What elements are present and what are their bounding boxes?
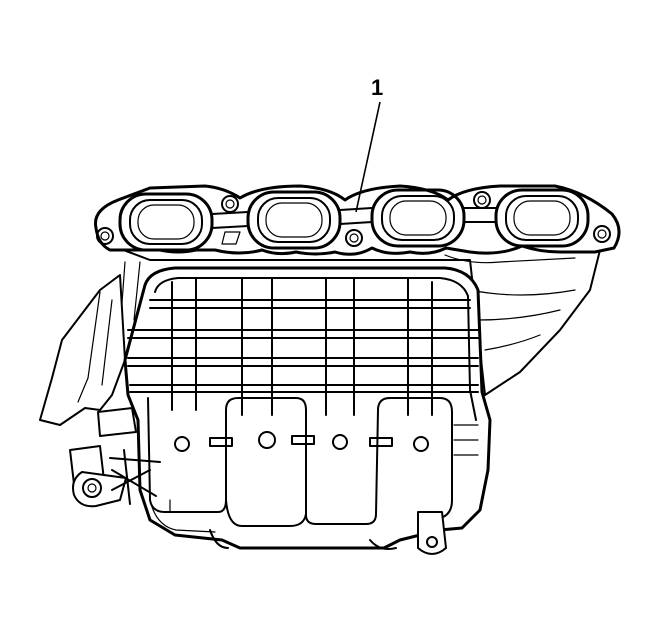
callout-number: 1 bbox=[371, 75, 383, 100]
callout-leader-line bbox=[355, 101, 381, 213]
gasket-port-1 bbox=[118, 192, 214, 252]
gasket-port-3 bbox=[370, 188, 466, 248]
left-bracket bbox=[39, 274, 126, 426]
bolt-hole bbox=[221, 195, 239, 213]
bolt-hole bbox=[593, 225, 611, 243]
gasket-port-4 bbox=[494, 188, 590, 248]
gasket-port-2 bbox=[246, 190, 342, 250]
gasket-flange bbox=[93, 184, 621, 256]
bolt-hole bbox=[345, 229, 363, 247]
sensor-connector bbox=[69, 407, 161, 508]
bolt-hole bbox=[96, 227, 114, 245]
bolt-hole bbox=[473, 191, 491, 209]
callout-1: 1 bbox=[355, 75, 383, 213]
plenum-body bbox=[123, 266, 492, 555]
